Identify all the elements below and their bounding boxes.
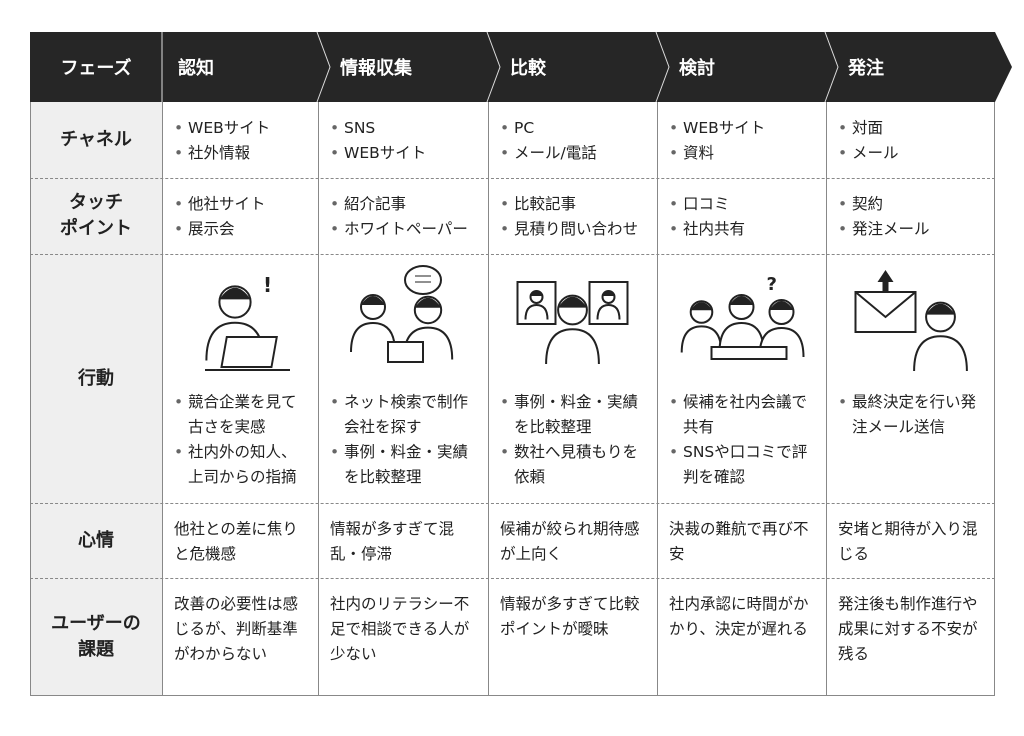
touchpoint-cell-comparison: 比較記事見積り問い合わせ <box>488 192 657 242</box>
touchpoint-cell-awareness: 他社サイト展示会 <box>162 192 318 242</box>
issue-cell-consideration: 社内承認に時間がかかり、決定が遅れる <box>657 592 826 642</box>
row-label-touchpoint: タッチ ポイント <box>30 178 162 254</box>
emotion-text: 決裁の難航で再び不安 <box>669 520 809 563</box>
channel-cell-research: SNSWEBサイト <box>318 116 488 166</box>
business-meeting-illustration <box>318 262 488 380</box>
column-divider <box>826 102 827 696</box>
touchpoint-item: 社内共有 <box>669 217 818 242</box>
channel-item: WEBサイト <box>174 116 310 141</box>
phase-awareness: 認知 <box>178 58 214 79</box>
touchpoint-item: 口コミ <box>669 192 818 217</box>
column-divider <box>162 102 163 696</box>
channel-cell-awareness: WEBサイト社外情報 <box>162 116 318 166</box>
action-item: 社内外の知人、上司からの指摘 <box>174 440 310 490</box>
issue-cell-comparison: 情報が多すぎて比較ポイントが曖昧 <box>488 592 657 642</box>
comparing-candidates-illustration <box>488 262 657 380</box>
emotion-cell-order: 安堵と期待が入り混じる <box>826 517 995 567</box>
issue-text: 情報が多すぎて比較ポイントが曖昧 <box>500 595 640 638</box>
action-cell-research: ネット検索で制作会社を探す事例・料金・実績を比較整理 <box>318 390 488 490</box>
issue-cell-research: 社内のリテラシー不足で相談できる人が少ない <box>318 592 488 667</box>
column-divider <box>488 102 489 696</box>
emotion-cell-consideration: 決裁の難航で再び不安 <box>657 517 826 567</box>
touchpoint-cell-order: 契約発注メール <box>826 192 995 242</box>
action-item: SNSや口コミで評判を確認 <box>669 440 818 490</box>
action-cell-order: 最終決定を行い発注メール送信 <box>826 390 995 440</box>
row-label-issue: ユーザーの 課題 <box>30 578 162 696</box>
channel-item: 対面 <box>838 116 987 141</box>
worried-person-laptop-illustration: ! <box>162 262 318 380</box>
row-label-action: 行動 <box>30 254 162 503</box>
touchpoint-item: 紹介記事 <box>330 192 480 217</box>
column-divider <box>318 102 319 696</box>
touchpoint-cell-research: 紹介記事ホワイトペーパー <box>318 192 488 242</box>
action-item: 候補を社内会議で共有 <box>669 390 818 440</box>
touchpoint-cell-consideration: 口コミ社内共有 <box>657 192 826 242</box>
header-band <box>30 31 1012 103</box>
emotion-text: 情報が多すぎて混乱・停滞 <box>330 520 455 563</box>
action-item: ネット検索で制作会社を探す <box>330 390 480 440</box>
touchpoint-item: 発注メール <box>838 217 987 242</box>
phase-consideration: 検討 <box>679 58 715 79</box>
column-divider <box>657 102 658 696</box>
touchpoint-item: ホワイトペーパー <box>330 217 480 242</box>
channel-item: SNS <box>330 116 480 141</box>
send-email-illustration <box>826 262 995 380</box>
row-divider <box>30 503 995 504</box>
emotion-text: 安堵と期待が入り混じる <box>838 520 978 563</box>
issue-text: 社内承認に時間がかかり、決定が遅れる <box>669 595 809 638</box>
row-divider <box>30 578 995 579</box>
action-item: 事例・料金・実績を比較整理 <box>500 390 649 440</box>
issue-text: 社内のリテラシー不足で相談できる人が少ない <box>330 595 470 663</box>
channel-item: WEBサイト <box>330 141 480 166</box>
channel-item: PC <box>500 116 649 141</box>
phase-header-label: フェーズ <box>60 58 132 79</box>
team-discussion-illustration: ? <box>657 262 826 380</box>
svg-text:!: ! <box>263 273 272 297</box>
touchpoint-item: 契約 <box>838 192 987 217</box>
channel-item: 資料 <box>669 141 818 166</box>
action-item: 最終決定を行い発注メール送信 <box>838 390 987 440</box>
action-item: 事例・料金・実績を比較整理 <box>330 440 480 490</box>
issue-text: 発注後も制作進行や成果に対する不安が残る <box>838 595 978 663</box>
action-cell-awareness: 競合企業を見て古さを実感社内外の知人、上司からの指摘 <box>162 390 318 490</box>
emotion-cell-awareness: 他社との差に焦りと危機感 <box>162 517 318 567</box>
row-divider <box>30 178 995 179</box>
emotion-cell-research: 情報が多すぎて混乱・停滞 <box>318 517 488 567</box>
row-divider <box>30 254 995 255</box>
phase-comparison: 比較 <box>510 58 546 79</box>
touchpoint-item: 比較記事 <box>500 192 649 217</box>
action-cell-comparison: 事例・料金・実績を比較整理数社へ見積もりを依頼 <box>488 390 657 490</box>
action-item: 数社へ見積もりを依頼 <box>500 440 649 490</box>
channel-cell-consideration: WEBサイト資料 <box>657 116 826 166</box>
phase-research: 情報収集 <box>340 58 412 79</box>
issue-text: 改善の必要性は感じるが、判断基準がわからない <box>174 595 299 663</box>
table-frame <box>30 102 995 696</box>
action-item: 競合企業を見て古さを実感 <box>174 390 310 440</box>
channel-item: メール <box>838 141 987 166</box>
channel-cell-comparison: PCメール/電話 <box>488 116 657 166</box>
emotion-text: 他社との差に焦りと危機感 <box>174 520 298 563</box>
issue-cell-awareness: 改善の必要性は感じるが、判断基準がわからない <box>162 592 318 667</box>
channel-cell-order: 対面メール <box>826 116 995 166</box>
channel-item: WEBサイト <box>669 116 818 141</box>
touchpoint-item: 見積り問い合わせ <box>500 217 649 242</box>
channel-item: 社外情報 <box>174 141 310 166</box>
row-label-channel: チャネル <box>30 102 162 178</box>
action-cell-consideration: 候補を社内会議で共有SNSや口コミで評判を確認 <box>657 390 826 490</box>
phase-order: 発注 <box>848 58 884 79</box>
issue-cell-order: 発注後も制作進行や成果に対する不安が残る <box>826 592 995 667</box>
emotion-cell-comparison: 候補が絞られ期待感が上向く <box>488 517 657 567</box>
channel-item: メール/電話 <box>500 141 649 166</box>
row-label-emotion: 心情 <box>30 503 162 578</box>
touchpoint-item: 展示会 <box>174 217 310 242</box>
svg-text:?: ? <box>767 274 777 295</box>
touchpoint-item: 他社サイト <box>174 192 310 217</box>
emotion-text: 候補が絞られ期待感が上向く <box>500 520 640 563</box>
